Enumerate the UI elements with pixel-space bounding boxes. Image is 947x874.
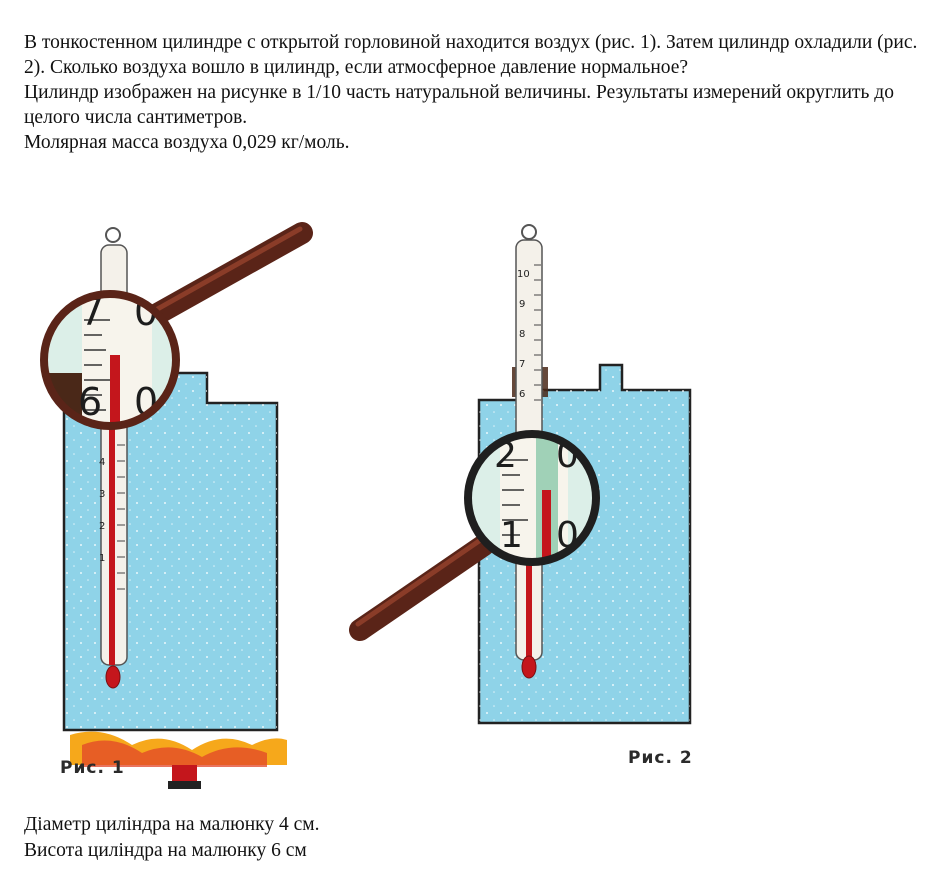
burner-flame <box>70 731 287 789</box>
thermo2-tick-8: 8 <box>519 329 525 340</box>
problem-paragraph-1: В тонкостенном цилиндре с открытой горло… <box>24 32 918 78</box>
thermo2-tick-9: 9 <box>519 299 525 310</box>
figure-2-caption: Рис. 2 <box>628 748 693 768</box>
thermo2-tick-6: 6 <box>519 389 525 400</box>
magnifier2-scale-1: 1 <box>500 515 523 556</box>
thermo1-tick-3: 3 <box>99 489 105 500</box>
figure-1: 4 3 2 1 <box>40 222 313 789</box>
magnifier-2: 2 1 0 0 <box>349 430 600 641</box>
figure-1-caption: Рис. 1 <box>60 758 125 778</box>
figure-2: 10 9 8 7 6 <box>349 224 692 725</box>
thermo2-tick-7: 7 <box>519 359 525 370</box>
problem-paragraph-2: Цилиндр изображен на рисунке в 1/10 част… <box>24 82 894 128</box>
thermo1-tick-4: 4 <box>99 457 105 468</box>
diameter-line: Діаметр циліндра на малюнку 4 см. <box>24 814 320 835</box>
figure-area: 4 3 2 1 <box>22 205 722 795</box>
problem-paragraph-3: Молярная масса воздуха 0,029 кг/моль. <box>24 132 350 153</box>
thermo1-tick-2: 2 <box>99 521 105 532</box>
footer-text: Діаметр циліндра на малюнку 4 см. Висота… <box>24 812 724 864</box>
figures-illustration: 4 3 2 1 <box>40 222 692 789</box>
thermo2-tick-10: 10 <box>517 269 530 280</box>
magnifier-1: 7 6 0 0 <box>40 222 313 430</box>
problem-text: В тонкостенном цилиндре с открытой горло… <box>24 30 924 155</box>
thermo1-tick-1: 1 <box>99 553 105 564</box>
height-line: Висота циліндра на малюнку 6 см <box>24 840 307 861</box>
